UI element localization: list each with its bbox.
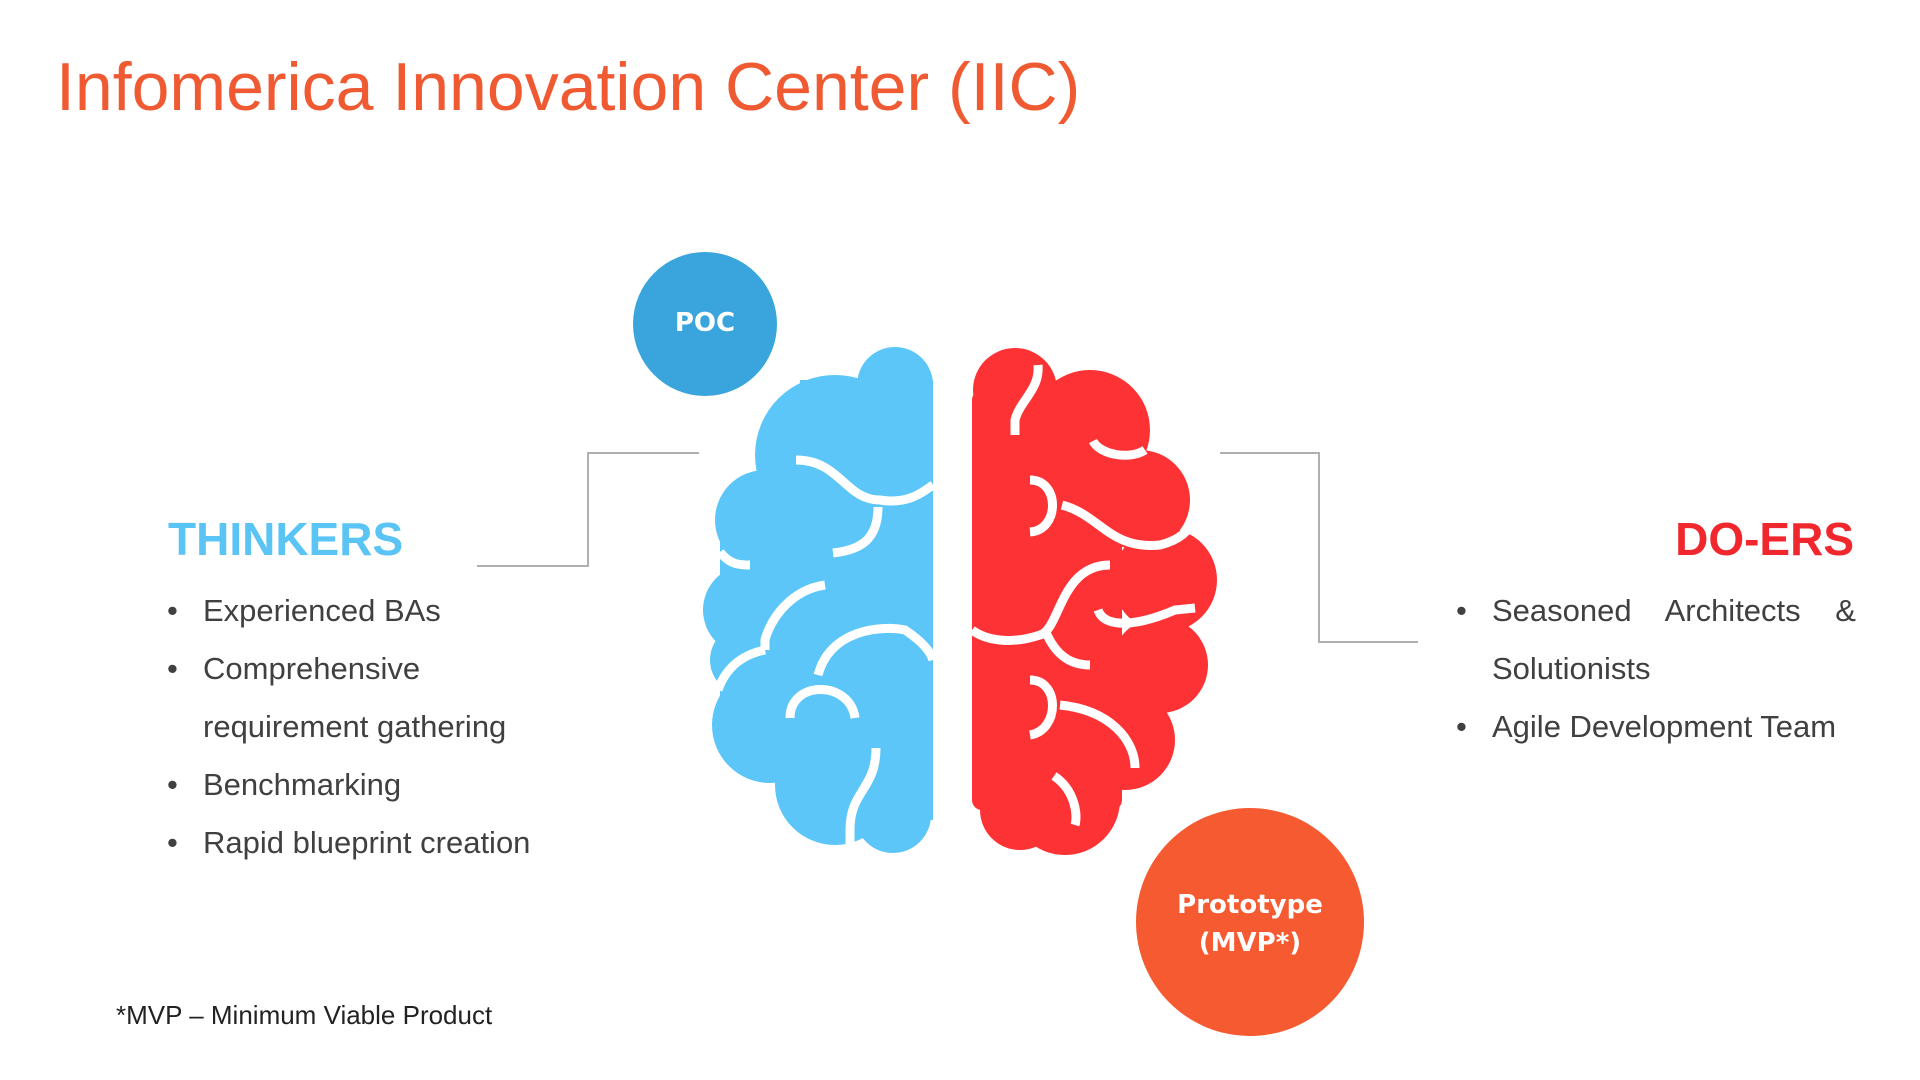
list-item: • Agile Development Team [1456, 698, 1856, 756]
doers-list: • Seasoned Architects & Solutionists • Agil… [1456, 582, 1856, 756]
footnote: *MVP – Minimum Viable Product [116, 1000, 493, 1030]
brain-fold-lines [713, 364, 1198, 850]
list-item-text: Comprehensive [203, 651, 421, 686]
list-item-text: Solutionists [1492, 651, 1651, 686]
list-item-text: Agile Development Team [1492, 709, 1837, 744]
bullet: • [1456, 709, 1467, 744]
list-item-text: requirement gathering [203, 709, 507, 744]
list-item: • Comprehensive requirement gathering [167, 640, 587, 756]
prototype-label-line1: Prototype [1177, 890, 1323, 920]
doers-heading: DO-ERS [1675, 513, 1854, 565]
list-item-text: Experienced BAs [203, 593, 441, 628]
bullet: • [167, 593, 178, 628]
bullet: • [167, 767, 178, 802]
left-connector [477, 452, 699, 567]
bullet: • [1456, 593, 1467, 628]
list-item-text: Seasoned Architects & [1492, 593, 1856, 628]
left-brain-hemisphere [703, 347, 933, 853]
prototype-label: Prototype (MVP*) [1136, 886, 1364, 962]
poc-bubble [633, 252, 777, 396]
bullet: • [167, 651, 178, 686]
connector-lines [477, 452, 1418, 643]
prototype-bubble [1136, 808, 1364, 1036]
bullet: • [167, 825, 178, 860]
list-item: • Seasoned Architects & Solutionists [1456, 582, 1856, 698]
thinkers-list: • Experienced BAs • Comprehensive requireme… [167, 582, 587, 872]
page-title: Infomerica Innovation Center (IIC) [56, 49, 1081, 125]
list-item-text: Benchmarking [203, 767, 402, 802]
thinkers-heading: THINKERS [168, 513, 404, 565]
list-item: • Experienced BAs [167, 582, 587, 640]
right-connector [1220, 452, 1418, 643]
list-item-text: Rapid blueprint creation [203, 825, 531, 860]
list-item: • Benchmarking [167, 756, 587, 814]
list-item: • Rapid blueprint creation [167, 814, 587, 872]
right-brain-hemisphere [972, 348, 1217, 855]
poc-label: POC [674, 308, 736, 338]
prototype-label-line2: (MVP*) [1198, 928, 1302, 958]
